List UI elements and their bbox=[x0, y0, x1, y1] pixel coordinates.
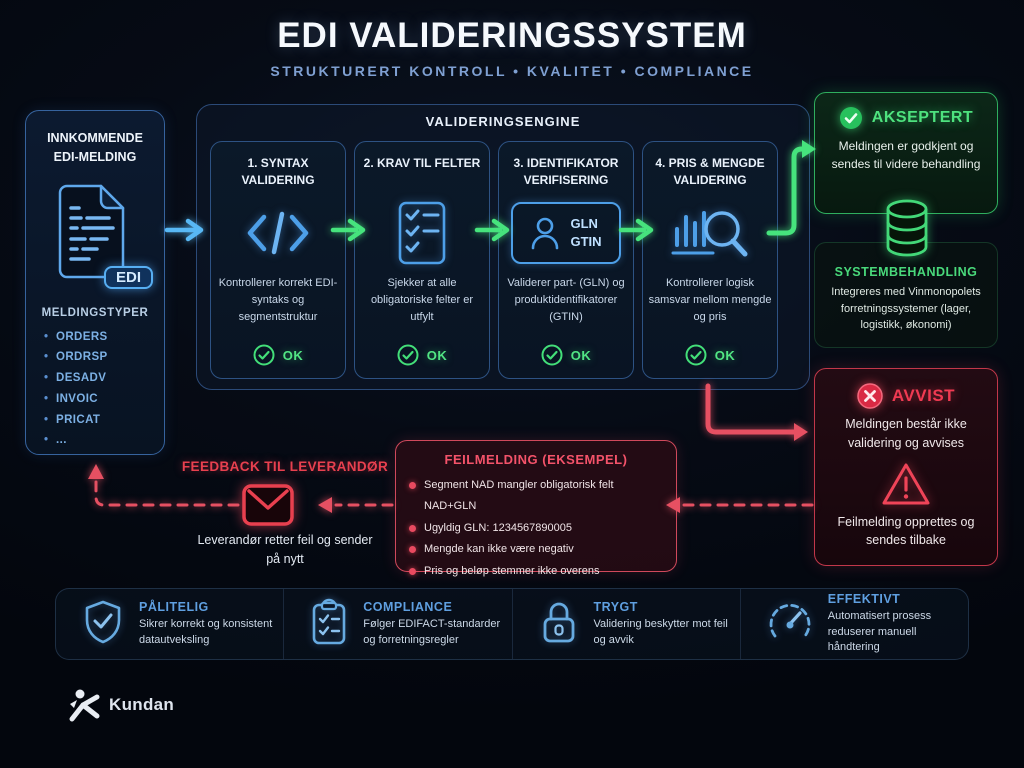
chart-magnifier-icon bbox=[669, 191, 751, 275]
status-badge: OK bbox=[685, 344, 736, 366]
step-desc: Kontrollerer logisk samsvar mellom mengd… bbox=[648, 277, 772, 324]
validation-engine-panel: VALIDERINGSENGINE 1. SYNTAX VALIDERING K… bbox=[196, 104, 810, 390]
system-title: SYSTEMBEHANDLING bbox=[834, 265, 978, 279]
list-item: ORDRSP bbox=[44, 347, 164, 368]
envelope-icon bbox=[240, 478, 296, 535]
rejected-title: AVVIST bbox=[891, 386, 956, 405]
feature-title: COMPLIANCE bbox=[363, 599, 453, 614]
accepted-desc: Meldingen er godkjent og sendes til vide… bbox=[831, 139, 981, 171]
engine-title: VALIDERINGSENGINE bbox=[425, 114, 581, 129]
list-item: Pris og beløp stemmer ikke overens bbox=[409, 561, 668, 582]
step-desc: Sjekker at alle obligatoriske felter er … bbox=[370, 277, 474, 324]
feedback-desc: Leverandør retter feil og sender på nytt bbox=[197, 533, 373, 567]
list-item: PRICAT bbox=[44, 410, 164, 431]
dashed-arrowhead-icon bbox=[88, 464, 104, 479]
status-badge: OK bbox=[397, 344, 448, 366]
brand-logo: Kundan bbox=[68, 688, 174, 722]
code-icon bbox=[244, 191, 312, 275]
error-list: Segment NAD mangler obligatorisk felt NA… bbox=[396, 475, 676, 582]
rejected-desc: Meldingen består ikke validering og avvi… bbox=[845, 417, 967, 450]
rejected-desc2: Feilmelding opprettes og sendes tilbake bbox=[837, 514, 975, 548]
id-card-icon: GLN GTIN bbox=[511, 191, 621, 275]
check-circle-icon bbox=[839, 107, 862, 129]
step-title: 2. KRAV TIL FELTER bbox=[363, 156, 481, 170]
status-label: OK bbox=[570, 347, 592, 363]
feature-palitelig: PÅLITELIG Sikrer korrekt og konsistent d… bbox=[56, 589, 285, 659]
step-title: 4. PRIS & MENGDE VALIDERING bbox=[655, 156, 765, 188]
lock-icon bbox=[539, 599, 579, 650]
status-badge: OK bbox=[253, 344, 304, 366]
gauge-icon bbox=[767, 600, 813, 649]
feature-desc: Automatisert prosess reduserer manuell h… bbox=[827, 609, 932, 654]
status-badge: OK bbox=[541, 344, 592, 366]
status-label: OK bbox=[282, 347, 304, 363]
feature-desc: Følger EDIFACT-standarder og forretnings… bbox=[363, 617, 501, 646]
features-bar: PÅLITELIG Sikrer korrekt og konsistent d… bbox=[55, 588, 969, 660]
incoming-message-panel: INNKOMMENDE EDI-MELDING EDI MELDINGSTYPE… bbox=[25, 110, 165, 455]
list-item: ORDERS bbox=[44, 327, 164, 348]
page-title: EDI VALIDERINGSSYSTEM bbox=[277, 16, 747, 55]
step-title: 3. IDENTIFIKATOR VERIFISERING bbox=[513, 156, 619, 188]
feature-title: PÅLITELIG bbox=[139, 599, 209, 614]
step-card-identifiers: 3. IDENTIFIKATOR VERIFISERING GLN GTIN V… bbox=[498, 141, 634, 379]
page-subtitle: STRUKTURERT KONTROLL • KVALITET • COMPLI… bbox=[270, 63, 754, 79]
list-item: Segment NAD mangler obligatorisk felt NA… bbox=[409, 475, 668, 518]
list-item: DESADV bbox=[44, 368, 164, 389]
step-card-price-quantity: 4. PRIS & MENGDE VALIDERING Kontrollerer… bbox=[642, 141, 778, 379]
kundan-logo-icon bbox=[69, 689, 100, 722]
feature-title: TRYGT bbox=[593, 599, 638, 614]
check-circle-icon bbox=[397, 344, 419, 366]
error-example-panel: FEILMELDING (EKSEMPEL) Segment NAD mangl… bbox=[395, 440, 677, 577]
status-label: OK bbox=[714, 347, 736, 363]
edi-document-icon: EDI bbox=[51, 182, 153, 289]
dashed-arrowhead-icon bbox=[318, 497, 332, 513]
feature-trygt: TRYGT Validering beskytter mot feil og a… bbox=[513, 589, 741, 659]
feature-effektivt: EFFEKTIVT Automatisert prosess reduserer… bbox=[741, 589, 968, 659]
clipboard-check-icon bbox=[310, 598, 348, 651]
gtin-label: GTIN bbox=[570, 234, 602, 249]
x-circle-icon bbox=[857, 383, 883, 409]
warning-triangle-icon bbox=[815, 461, 997, 507]
list-item: ... bbox=[44, 430, 164, 451]
check-circle-icon bbox=[541, 344, 563, 366]
edi-badge: EDI bbox=[103, 265, 153, 289]
gln-label: GLN bbox=[570, 216, 598, 232]
checklist-icon bbox=[395, 191, 449, 275]
accepted-panel: AKSEPTERT Meldingen er godkjent og sende… bbox=[814, 92, 998, 214]
feature-desc: Sikrer korrekt og konsistent datautveksl… bbox=[139, 617, 273, 646]
status-label: OK bbox=[426, 347, 448, 363]
accepted-title: AKSEPTERT bbox=[871, 109, 974, 126]
shield-check-icon bbox=[82, 599, 124, 650]
list-item: Ugyldig GLN: 1234567890005 bbox=[409, 518, 668, 539]
reject-path bbox=[705, 383, 798, 435]
system-processing-panel: SYSTEMBEHANDLING Integreres med Vinmonop… bbox=[814, 242, 998, 348]
step-desc: Kontrollerer korrekt EDI-syntaks og segm… bbox=[218, 277, 338, 324]
message-types-heading: MELDINGSTYPER bbox=[41, 306, 149, 319]
feedback-title: FEEDBACK TIL LEVERANDØR bbox=[181, 459, 389, 474]
message-types-list: ORDERS ORDRSP DESADV INVOIC PRICAT ... bbox=[26, 327, 164, 451]
system-desc: Integreres med Vinmonopolets forretnings… bbox=[831, 286, 981, 331]
person-icon bbox=[532, 217, 559, 250]
incoming-title: INNKOMMENDE EDI-MELDING bbox=[47, 131, 143, 165]
step-desc: Validerer part- (GLN) og produktidentifi… bbox=[507, 277, 625, 324]
check-circle-icon bbox=[253, 344, 275, 366]
list-item: INVOIC bbox=[44, 389, 164, 410]
reject-arrowhead-icon bbox=[794, 423, 808, 441]
check-circle-icon bbox=[685, 344, 707, 366]
rejected-panel: AVVIST Meldingen består ikke validering … bbox=[814, 368, 998, 566]
step-title: 1. SYNTAX VALIDERING bbox=[241, 156, 315, 188]
list-item: Mengde kan ikke være negativ bbox=[409, 539, 668, 560]
step-card-syntax: 1. SYNTAX VALIDERING Kontrollerer korrek… bbox=[210, 141, 346, 379]
brand-name: Kundan bbox=[109, 695, 175, 714]
feature-compliance: COMPLIANCE Følger EDIFACT-standarder og … bbox=[284, 589, 513, 659]
step-card-fields: 2. KRAV TIL FELTER Sjekker at alle oblig… bbox=[354, 141, 490, 379]
feature-desc: Validering beskytter mot feil og avvik bbox=[593, 617, 728, 646]
feature-title: EFFEKTIVT bbox=[827, 591, 901, 606]
database-icon bbox=[880, 199, 934, 262]
error-example-title: FEILMELDING (EKSEMPEL) bbox=[444, 452, 628, 467]
